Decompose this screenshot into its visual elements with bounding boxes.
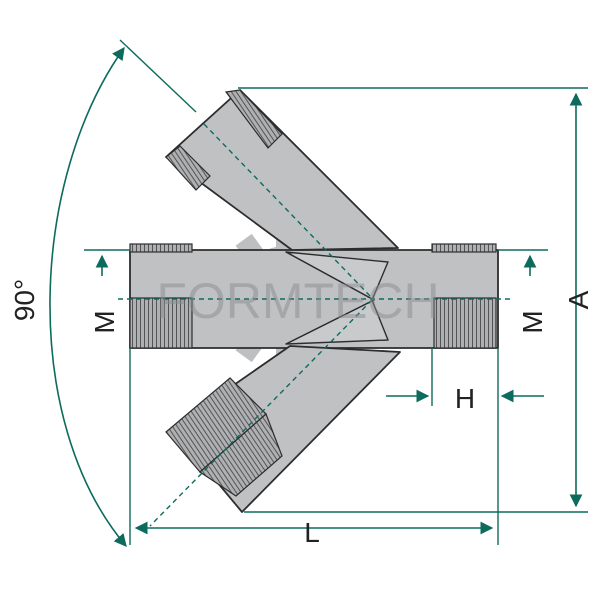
centerlines xyxy=(118,123,512,527)
thread-size-label-left: M xyxy=(89,310,120,333)
angle-label: 90° xyxy=(9,279,40,321)
extension-lines xyxy=(84,39,588,545)
height-label: A xyxy=(563,290,594,309)
overall-length-label: L xyxy=(304,517,320,548)
thread-size-label-right: M xyxy=(517,310,548,333)
watermark-text: FORMTECH xyxy=(156,273,439,329)
thread-length-label: H xyxy=(455,383,475,414)
threads xyxy=(129,89,497,497)
dimension-lines xyxy=(49,46,583,547)
